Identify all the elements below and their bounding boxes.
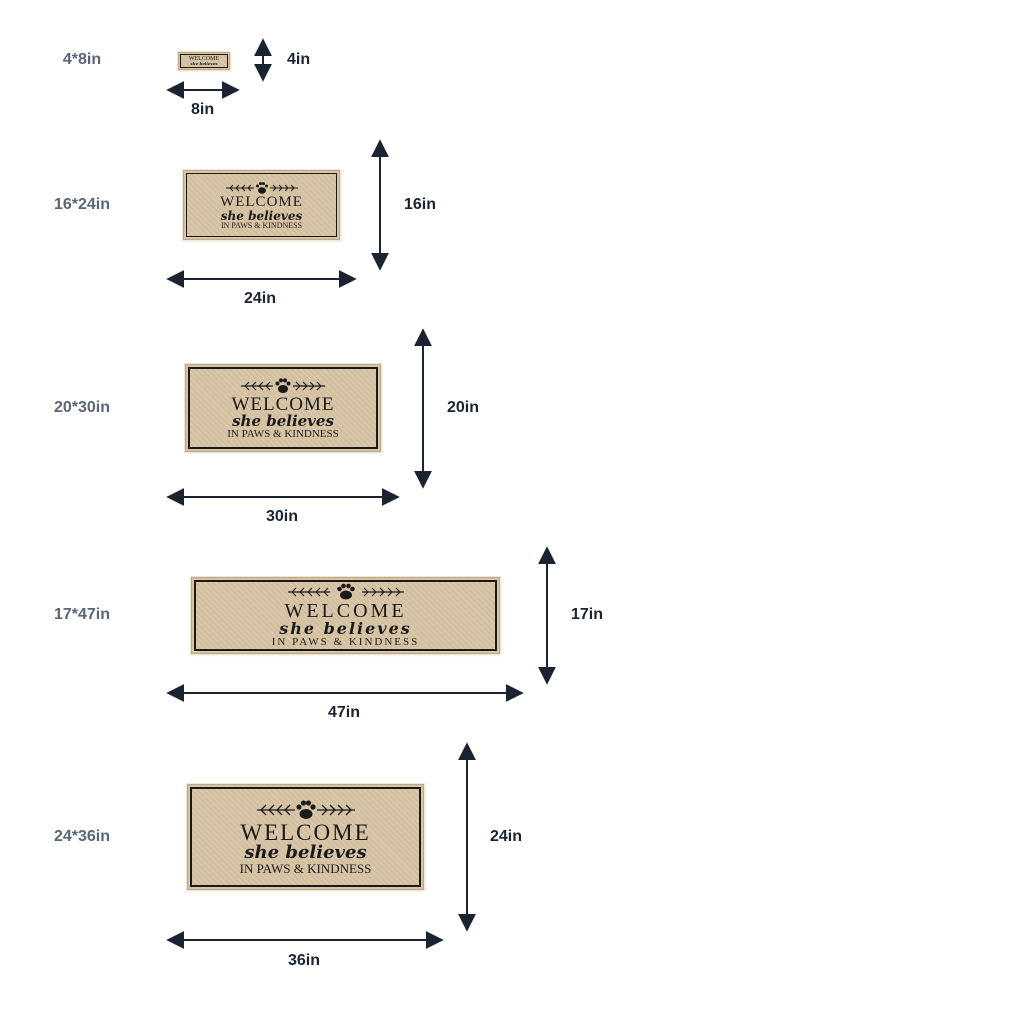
laurel-branch-icon bbox=[225, 181, 298, 194]
laurel-branch-icon bbox=[287, 583, 404, 600]
doormat-image-24x36: WELCOME she believes IN PAWS & KINDNESS bbox=[187, 784, 424, 890]
width-label-24x36: 36in bbox=[288, 952, 321, 969]
doormat-image-16x24: WELCOME she believes IN PAWS & KINDNESS bbox=[183, 170, 340, 240]
mat-decoration bbox=[202, 181, 322, 195]
mat-welcome-text: WELCOME bbox=[220, 193, 303, 210]
height-label-17x47: 17in bbox=[571, 606, 604, 623]
laurel-branch-icon bbox=[241, 377, 325, 393]
doormat-image-4x8: WELCOME she believes bbox=[178, 52, 230, 70]
width-label-20x30: 30in bbox=[266, 508, 299, 525]
mat-welcome-text: WELCOME bbox=[231, 393, 335, 415]
mat-decoration bbox=[221, 799, 391, 821]
mat-welcome-text: WELCOME bbox=[284, 600, 407, 622]
width-label-4x8: 8in bbox=[191, 101, 215, 118]
height-label-24x36: 24in bbox=[490, 828, 523, 845]
size-label-20x30: 20*30in bbox=[53, 399, 111, 416]
size-label-24x36: 24*36in bbox=[53, 828, 111, 845]
doormat-image-17x47: WELCOME she believes IN PAWS & KINDNESS bbox=[191, 577, 500, 654]
mat-tagline-text: she believes bbox=[232, 411, 334, 430]
height-label-16x24: 16in bbox=[404, 196, 437, 213]
mat-welcome-text: WELCOME bbox=[240, 820, 371, 845]
laurel-branch-icon bbox=[256, 800, 355, 819]
width-label-17x47: 47in bbox=[328, 704, 361, 721]
width-label-16x24: 24in bbox=[244, 290, 277, 307]
mat-tagline-text: she believes bbox=[190, 61, 218, 66]
height-label-20x30: 20in bbox=[447, 399, 480, 416]
mat-decoration bbox=[213, 377, 353, 395]
mat-subtitle-text: IN PAWS & KINDNESS bbox=[239, 861, 372, 876]
paw-icon bbox=[255, 181, 268, 194]
mat-tagline-text: she believes bbox=[244, 842, 367, 863]
mat-subtitle-text: IN PAWS & KINDNESS bbox=[271, 636, 420, 648]
mat-decoration bbox=[246, 583, 446, 601]
mat-tagline-text: she believes bbox=[220, 208, 303, 223]
size-label-17x47: 17*47in bbox=[53, 606, 111, 623]
height-label-4x8: 4in bbox=[287, 51, 311, 68]
mat-subtitle-text: IN PAWS & KINDNESS bbox=[220, 220, 303, 230]
mat-welcome-text: WELCOME bbox=[188, 56, 220, 62]
paw-icon bbox=[336, 583, 355, 600]
paw-icon bbox=[275, 377, 291, 393]
size-label-4x8: 4*8in bbox=[62, 51, 102, 68]
mat-tagline-text: she believes bbox=[279, 619, 412, 638]
paw-icon bbox=[295, 800, 316, 819]
doormat-image-20x30: WELCOME she believes IN PAWS & KINDNESS bbox=[185, 364, 381, 452]
mat-subtitle-text: IN PAWS & KINDNESS bbox=[227, 427, 339, 440]
size-label-16x24: 16*24in bbox=[53, 196, 111, 213]
